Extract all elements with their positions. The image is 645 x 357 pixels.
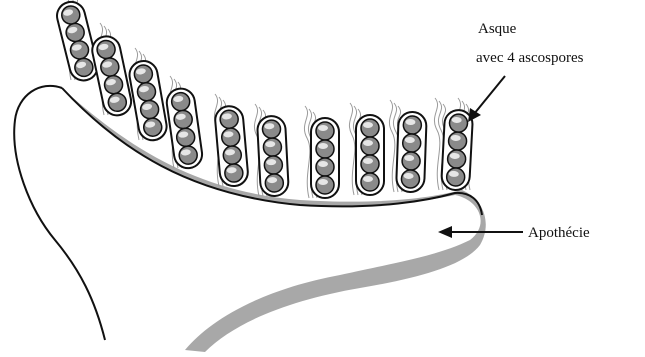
apothecium-label: Apothécie — [528, 225, 590, 241]
ascus-arrow — [468, 76, 505, 122]
ascus — [214, 105, 249, 187]
paraphysis-filament — [304, 106, 309, 198]
ascus-label-line2: avec 4 ascospores — [476, 50, 584, 66]
ascospore — [449, 114, 468, 133]
ascospore — [402, 152, 421, 171]
ascus — [127, 59, 168, 143]
ascospore — [446, 168, 465, 187]
ascospore — [316, 158, 334, 176]
ascus — [54, 0, 101, 83]
ascospore-highlight — [363, 158, 373, 164]
ascospore — [316, 176, 334, 194]
ascospore — [316, 140, 334, 158]
ascospore — [361, 155, 379, 173]
ascospore — [448, 132, 467, 151]
ascospore-highlight — [363, 140, 373, 146]
ascus — [90, 34, 134, 118]
ascospore — [221, 127, 241, 147]
ascospore — [316, 122, 334, 140]
paraphysis-filament — [349, 103, 354, 195]
ascospore — [224, 163, 244, 183]
asci-group — [54, 0, 473, 198]
paraphysis-filament — [434, 98, 439, 190]
ascospore — [262, 120, 281, 139]
ascospore — [219, 110, 239, 130]
ascospore — [265, 174, 284, 193]
ascospore — [403, 116, 422, 135]
ascospore-highlight — [318, 143, 328, 149]
ascospore — [264, 156, 283, 175]
ascus-label-line1: Asque — [478, 21, 517, 37]
ascospore — [361, 173, 379, 191]
ascospore-highlight — [318, 161, 328, 167]
ascospore-highlight — [318, 125, 328, 131]
ascospore — [402, 134, 421, 153]
ascospore — [401, 170, 420, 189]
ascospore — [223, 145, 243, 165]
ascospore-highlight — [363, 122, 373, 128]
ascus — [165, 87, 204, 170]
ascus — [356, 115, 384, 195]
ascospore — [361, 119, 379, 137]
ascus — [257, 115, 289, 196]
paraphysis-filament — [389, 100, 394, 192]
ascospore — [263, 138, 282, 157]
ascospore — [447, 150, 466, 169]
ascospore — [361, 137, 379, 155]
ascus — [311, 118, 339, 198]
cup-outline — [14, 86, 105, 340]
ascus — [396, 112, 427, 193]
ascospore-highlight — [363, 176, 373, 182]
ascospore-highlight — [318, 179, 328, 185]
